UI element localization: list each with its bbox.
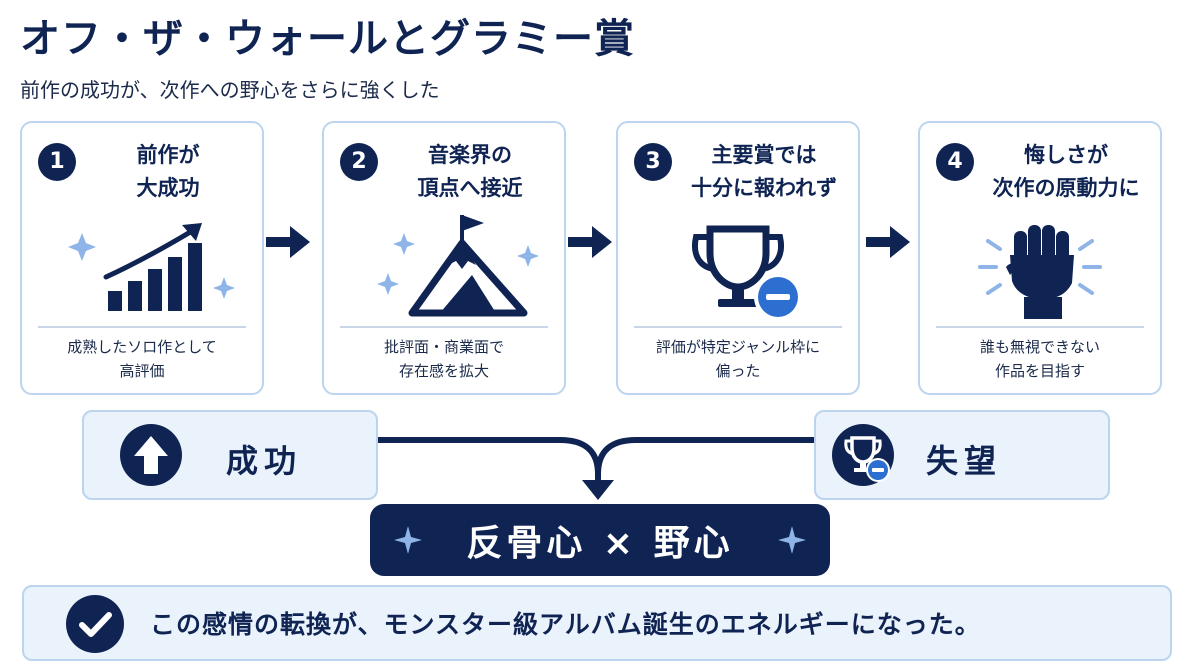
step-divider xyxy=(936,326,1144,328)
step-number-badge: 4 xyxy=(936,143,974,181)
step-heading: 前作が 大成功 xyxy=(136,143,200,200)
step-card-2: 2 音楽界の 頂点へ接近 批評面・商業面で 存在感を拡大 xyxy=(322,121,566,395)
step-card-3: 3 主要賞では 十分に報われず 評価が特定ジャンル枠に 偏った xyxy=(616,121,860,395)
summary-text: この感情の転換が、モンスター級アルバム誕生のエネルギーになった。 xyxy=(150,610,981,639)
step-divider xyxy=(38,326,246,328)
summary-banner: この感情の転換が、モンスター級アルバム誕生のエネルギーになった。 xyxy=(22,585,1172,661)
raised-fist-icon xyxy=(920,213,1160,323)
result-label: 反骨心 × 野心 xyxy=(466,523,734,564)
flow-arrow-icon xyxy=(568,226,612,258)
step-note: 成熟したソロ作として 高評価 xyxy=(67,338,217,380)
page-subtitle: 前作の成功が、次作への野心をさらに強くした xyxy=(20,78,440,102)
success-label: 成功 xyxy=(226,442,303,480)
step-card-1: 1 前作が 大成功 成熟したソロ作として 高評価 xyxy=(20,121,264,395)
step-note: 評価が特定ジャンル枠に 偏った xyxy=(655,338,821,380)
check-icon xyxy=(66,595,124,653)
up-arrow-icon xyxy=(120,424,182,486)
step-heading: 音楽界の 頂点へ接近 xyxy=(417,143,523,200)
step-number-badge: 1 xyxy=(38,143,76,181)
step-divider xyxy=(340,326,548,328)
sparkle-icon xyxy=(394,526,422,554)
sparkle-icon xyxy=(778,526,806,554)
mountain-flag-icon xyxy=(324,213,564,323)
step-card-4: 4 悔しさが 次作の原動力に 誰も無視できない 作品を目指す xyxy=(918,121,1162,395)
step-divider xyxy=(634,326,842,328)
step-number-badge: 2 xyxy=(340,143,378,181)
flow-arrow-icon xyxy=(866,226,910,258)
result-banner: 反骨心 × 野心 xyxy=(370,504,830,576)
flow-arrow-icon xyxy=(266,226,310,258)
step-note: 誰も無視できない 作品を目指す xyxy=(979,338,1100,380)
step-heading: 主要賞では 十分に報われず xyxy=(691,143,837,200)
disappointment-pill: 失望 xyxy=(814,410,1110,500)
trophy-minus-icon xyxy=(832,424,894,486)
step-number-badge: 3 xyxy=(634,143,672,181)
disappointment-label: 失望 xyxy=(926,442,1003,480)
rising-bar-chart-icon xyxy=(22,213,262,323)
step-heading: 悔しさが 次作の原動力に xyxy=(992,143,1140,200)
success-pill: 成功 xyxy=(82,410,378,500)
page-title: オフ・ザ・ウォールとグラミー賞 xyxy=(20,16,635,62)
trophy-minus-icon xyxy=(618,213,858,323)
step-note: 批評面・商業面で 存在感を拡大 xyxy=(383,338,504,380)
